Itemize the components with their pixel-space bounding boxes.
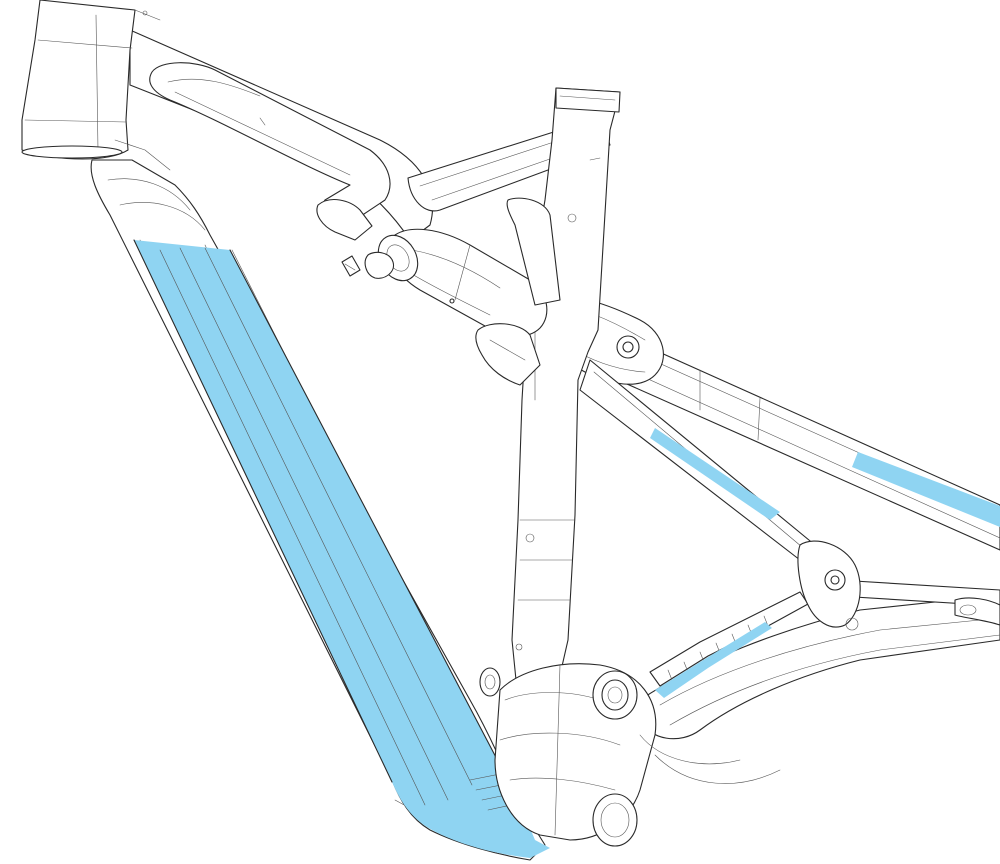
down-tube-accent <box>134 240 550 858</box>
chain-stay <box>639 591 1000 740</box>
bottom-bracket-area <box>479 663 781 847</box>
rear-pivot <box>797 540 1000 631</box>
seat-tube-clevis <box>475 323 541 386</box>
seat-stay-accent <box>852 452 1000 527</box>
chain-stay-accent <box>655 622 772 698</box>
head-tube <box>21 0 171 171</box>
rear-shock <box>341 197 561 337</box>
lower-stay-accent <box>650 428 780 520</box>
